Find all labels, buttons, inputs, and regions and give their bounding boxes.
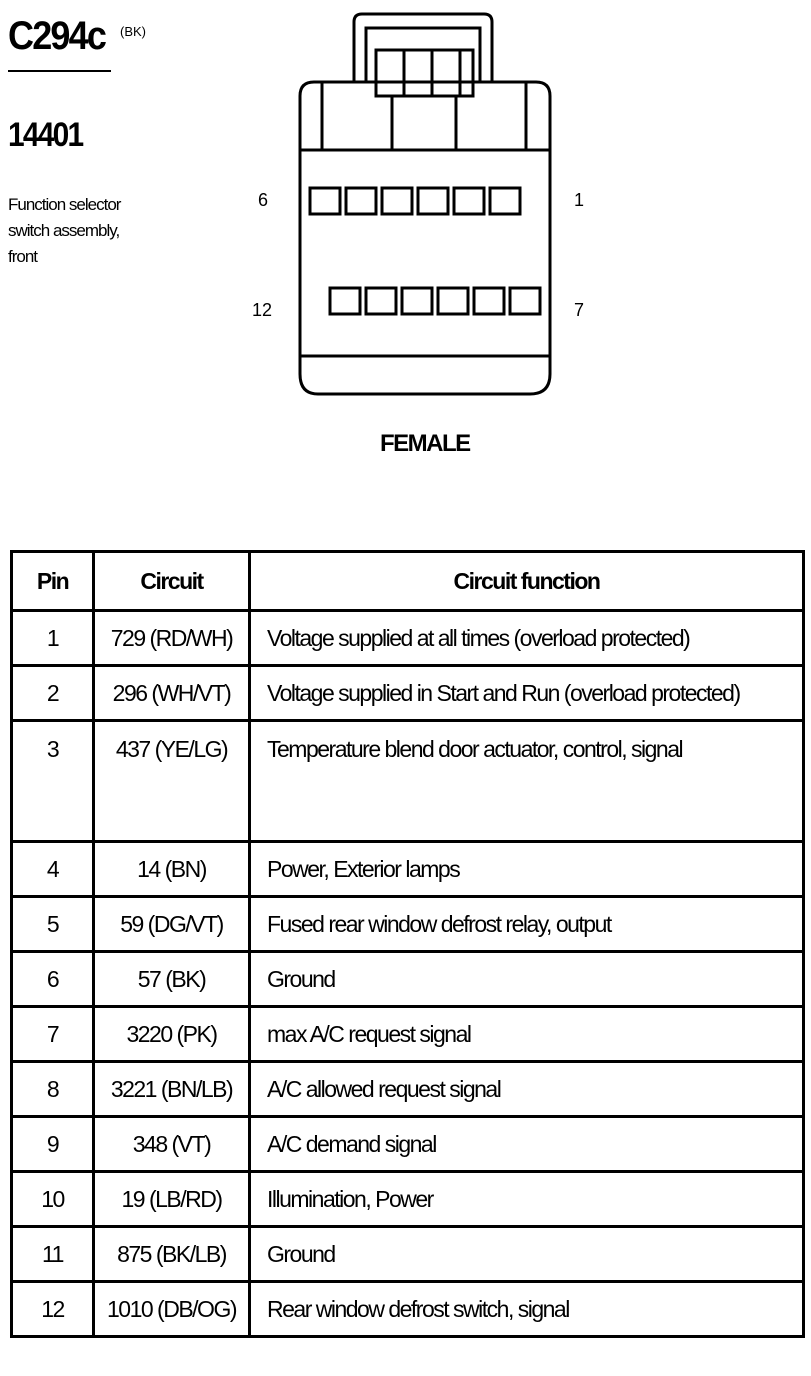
- function-cell: Temperature blend door actuator, control…: [248, 719, 805, 843]
- function-cell: Ground: [248, 950, 805, 1008]
- tab-slot: [430, 48, 462, 98]
- function-cell: Power, Exterior lamps: [248, 840, 805, 898]
- function-cell: Voltage supplied at all times (overload …: [248, 609, 805, 667]
- pin-cavity: [380, 186, 414, 216]
- function-cell: Fused rear window defrost relay, output: [248, 895, 805, 953]
- pin-cavity: [488, 186, 522, 216]
- tab-slot: [458, 48, 475, 98]
- table-row: 4 14 (BN) Power, Exterior lamps: [10, 840, 805, 898]
- circuit-cell: 729 (RD/WH): [92, 609, 251, 667]
- table-row: 6 57 (BK) Ground: [10, 950, 805, 1008]
- table-row: 12 1010 (DB/OG) Rear window defrost swit…: [10, 1280, 805, 1338]
- table-row: 8 3221 (BN/LB) A/C allowed request signa…: [10, 1060, 805, 1118]
- pin-cavity: [400, 286, 434, 316]
- circuit-cell: 3220 (PK): [92, 1005, 251, 1063]
- table-header-row: Pin Circuit Circuit function: [10, 550, 805, 612]
- circuit-cell: 296 (WH/VT): [92, 664, 251, 722]
- description-line: Function selector: [8, 195, 121, 214]
- pin-cell: 2: [10, 664, 95, 722]
- circuit-cell: 19 (LB/RD): [92, 1170, 251, 1228]
- connector-code: C294c: [8, 14, 107, 58]
- pin-cell: 5: [10, 895, 95, 953]
- table-row: 2 296 (WH/VT) Voltage supplied in Start …: [10, 664, 805, 722]
- pin-cell: 7: [10, 1005, 95, 1063]
- circuit-cell: 348 (VT): [92, 1115, 251, 1173]
- circuit-cell: 437 (YE/LG): [92, 719, 251, 843]
- pin-cavity: [344, 186, 378, 216]
- pin-cell: 11: [10, 1225, 95, 1283]
- circuit-cell: 57 (BK): [92, 950, 251, 1008]
- pin-label-top-right: 1: [574, 190, 585, 210]
- pin-cell: 1: [10, 609, 95, 667]
- function-cell: max A/C request signal: [248, 1005, 805, 1063]
- pin-cell: 12: [10, 1280, 95, 1338]
- description-line: switch assembly,: [8, 221, 120, 240]
- table-row: 9 348 (VT) A/C demand signal: [10, 1115, 805, 1173]
- pin-cell: 9: [10, 1115, 95, 1173]
- pin-cavity: [452, 186, 486, 216]
- pin-cell: 10: [10, 1170, 95, 1228]
- function-cell: Rear window defrost switch, signal: [248, 1280, 805, 1338]
- pin-cavity: [436, 286, 470, 316]
- pin-label-top-left: 6: [258, 190, 269, 210]
- connector-description: Function selector switch assembly, front: [8, 192, 158, 270]
- table-row: 11 875 (BK/LB) Ground: [10, 1225, 805, 1283]
- description-line: front: [8, 247, 38, 266]
- pin-cavity: [508, 286, 542, 316]
- part-number: 14401: [8, 116, 84, 154]
- pin-cell: 3: [10, 719, 95, 843]
- pin-cavity: [416, 186, 450, 216]
- connector-face-diagram: [298, 12, 552, 396]
- pin-cell: 6: [10, 950, 95, 1008]
- locking-tab: [352, 12, 494, 82]
- column-header-pin: Pin: [10, 550, 95, 612]
- circuit-cell: 14 (BN): [92, 840, 251, 898]
- pin-cavity: [364, 286, 398, 316]
- function-cell: Ground: [248, 1225, 805, 1283]
- circuit-cell: 875 (BK/LB): [92, 1225, 251, 1283]
- pinout-table: Pin Circuit Circuit function 1 729 (RD/W…: [10, 550, 805, 1338]
- table-row: 1 729 (RD/WH) Voltage supplied at all ti…: [10, 609, 805, 667]
- pin-cavity: [328, 286, 362, 316]
- circuit-cell: 1010 (DB/OG): [92, 1280, 251, 1338]
- pin-cell: 8: [10, 1060, 95, 1118]
- column-header-circuit: Circuit: [92, 550, 251, 612]
- tab-slot: [402, 48, 434, 98]
- table-row: 7 3220 (PK) max A/C request signal: [10, 1005, 805, 1063]
- pin-cavity: [472, 286, 506, 316]
- function-cell: Illumination, Power: [248, 1170, 805, 1228]
- pin-cell: 4: [10, 840, 95, 898]
- table-row: 3 437 (YE/LG) Temperature blend door act…: [10, 719, 805, 843]
- locking-tab-inner: [364, 26, 482, 82]
- table-row: 10 19 (LB/RD) Illumination, Power: [10, 1170, 805, 1228]
- connector-housing: [298, 80, 552, 396]
- pin-label-bottom-left: 12: [252, 300, 273, 320]
- circuit-cell: 3221 (BN/LB): [92, 1060, 251, 1118]
- connector-color-code: (BK): [120, 24, 146, 39]
- connector-gender-label: FEMALE: [380, 430, 471, 457]
- pin-cavity: [308, 186, 342, 216]
- circuit-cell: 59 (DG/VT): [92, 895, 251, 953]
- tab-slot: [374, 48, 406, 98]
- column-header-function: Circuit function: [248, 550, 805, 612]
- function-cell: A/C demand signal: [248, 1115, 805, 1173]
- function-cell: Voltage supplied in Start and Run (overl…: [248, 664, 805, 722]
- table-row: 5 59 (DG/VT) Fused rear window defrost r…: [10, 895, 805, 953]
- connector-code-underline: [8, 70, 111, 72]
- function-cell: A/C allowed request signal: [248, 1060, 805, 1118]
- pin-label-bottom-right: 7: [574, 300, 585, 320]
